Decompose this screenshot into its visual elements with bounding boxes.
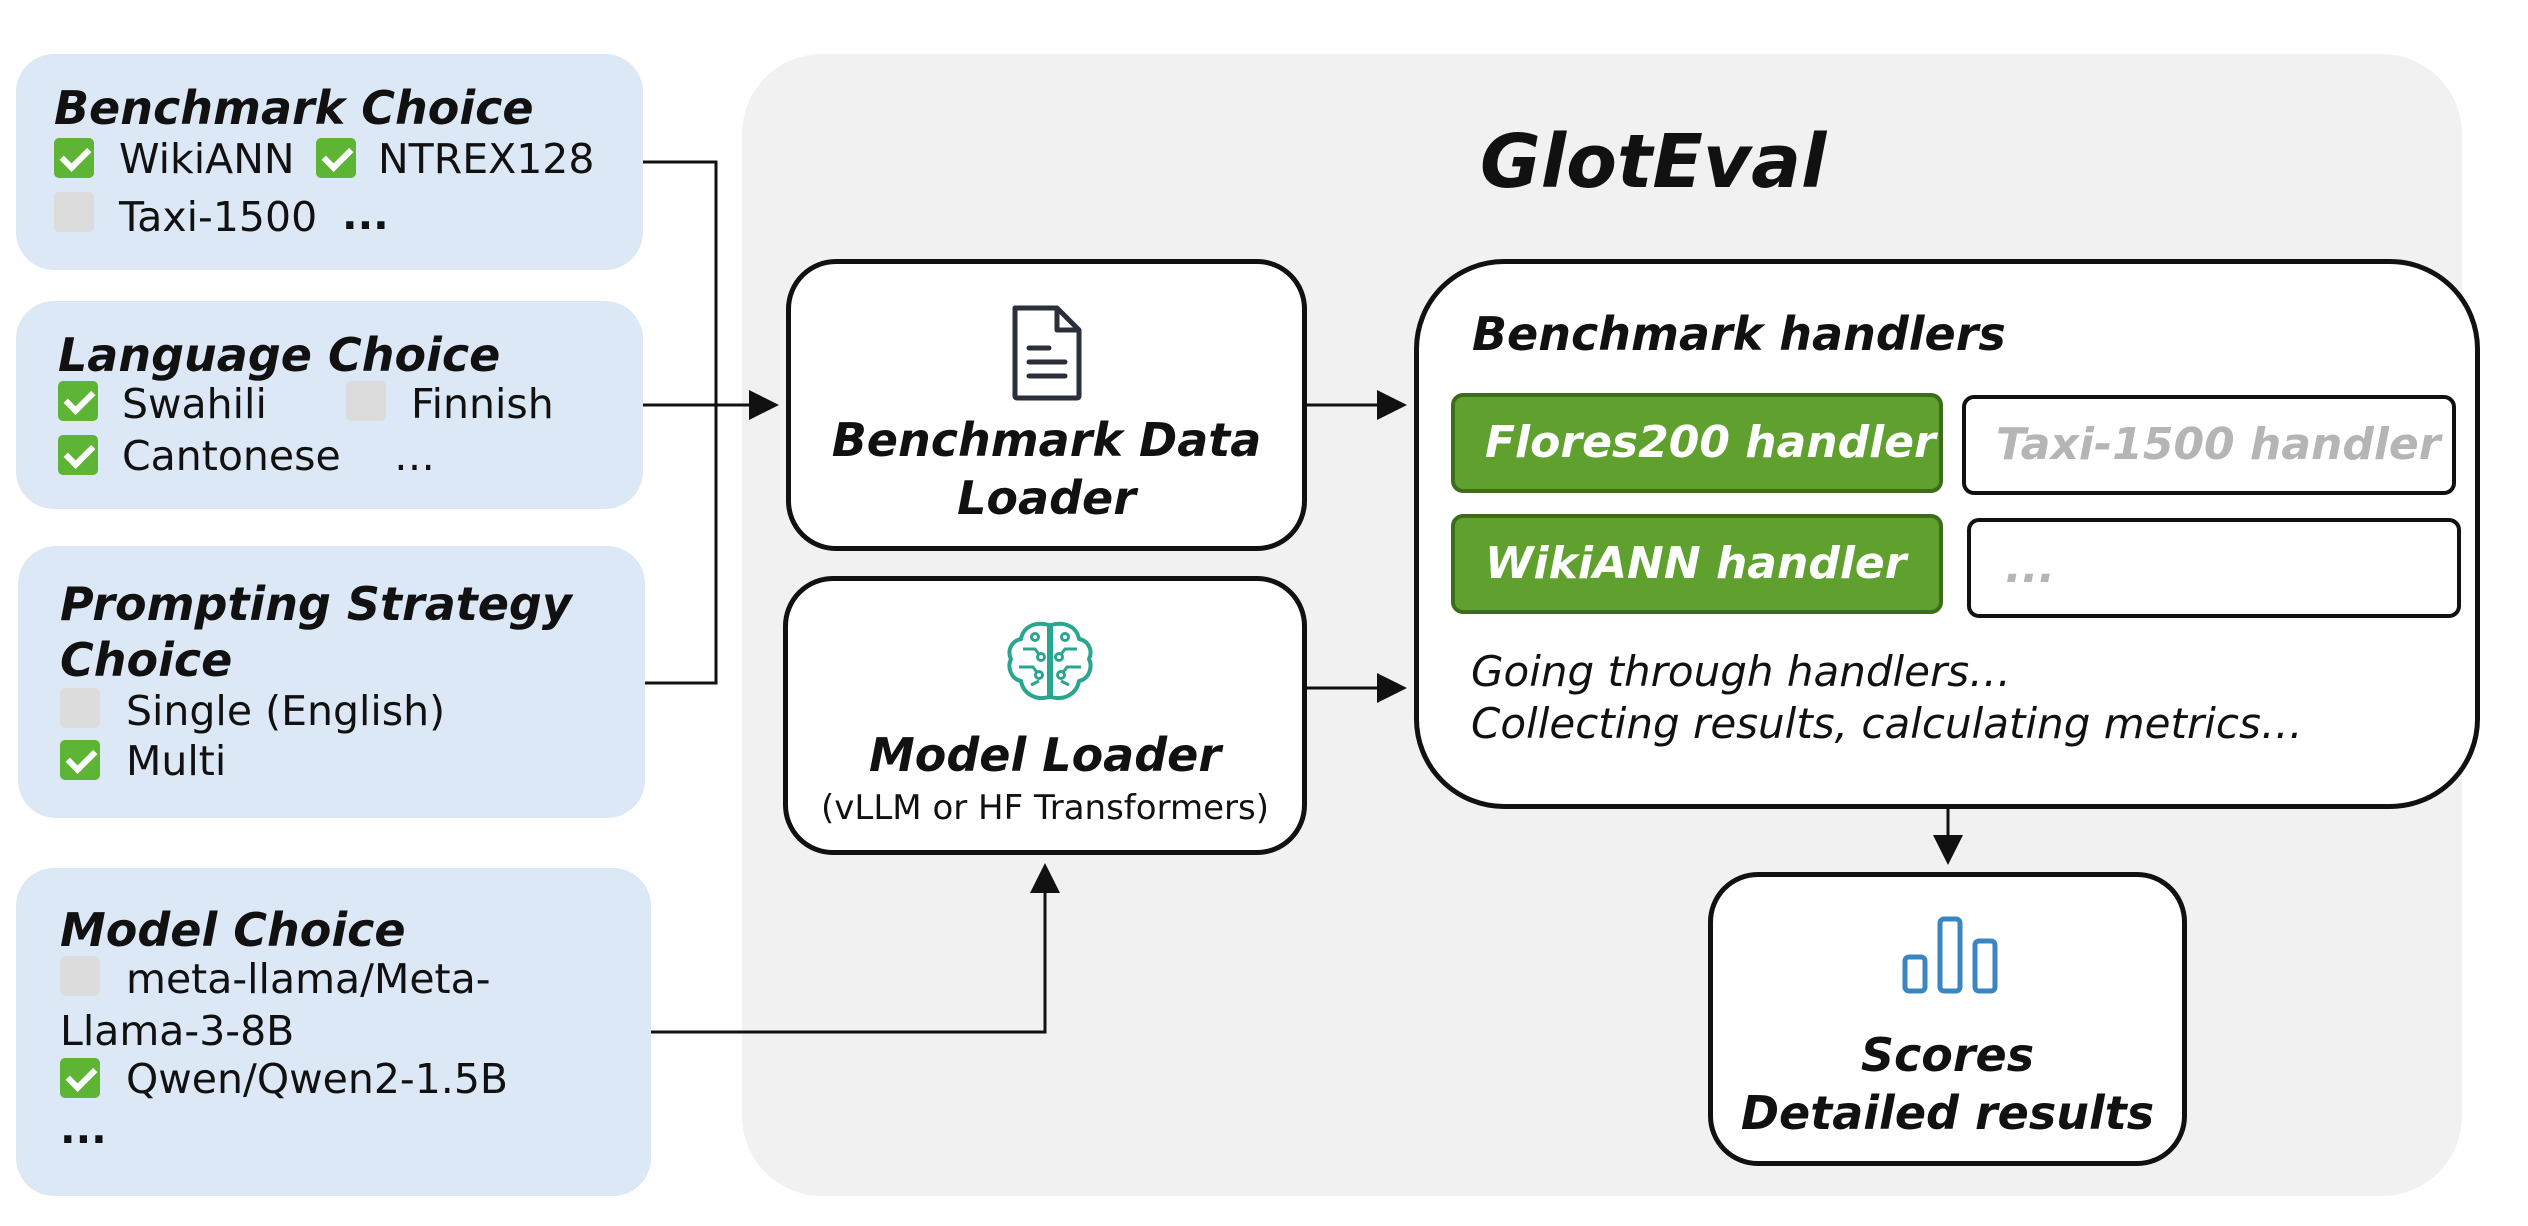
model-loader-box: Model Loader (vLLM or HF Transformers) xyxy=(783,576,1307,855)
prompting-choice-title-line2: Choice xyxy=(60,633,233,687)
checkbox-finnish[interactable] xyxy=(346,381,386,421)
language-more: … xyxy=(394,432,435,480)
handlers-status-line2: Collecting results, calculating metrics… xyxy=(1471,699,2303,748)
prompting-choice-panel: Prompting Strategy Choice Single (Englis… xyxy=(18,546,645,818)
checkbox-cantonese[interactable] xyxy=(58,435,98,475)
model-choice-title: Model Choice xyxy=(60,903,406,957)
benchmark-more: ... xyxy=(342,191,389,239)
option-wikiann: WikiANN xyxy=(119,135,295,183)
benchmark-handlers-title: Benchmark handlers xyxy=(1472,307,2006,361)
checkbox-single-english[interactable] xyxy=(60,688,100,728)
checkbox-multi[interactable] xyxy=(60,740,100,780)
ai-brain-icon xyxy=(1007,621,1093,700)
handler-wikiann[interactable]: WikiANN handler xyxy=(1451,514,1943,614)
prompting-choice-title-line1: Prompting Strategy xyxy=(60,577,572,631)
scores-title-line1: Scores xyxy=(1860,1028,2035,1082)
option-cantonese: Cantonese xyxy=(122,432,341,480)
option-finnish: Finnish xyxy=(411,380,554,428)
model-loader-subtitle: (vLLM or HF Transformers) xyxy=(821,788,1269,828)
option-multi: Multi xyxy=(126,737,227,785)
option-taxi1500: Taxi-1500 xyxy=(119,193,318,241)
option-swahili: Swahili xyxy=(122,380,267,428)
model-more: ... xyxy=(60,1105,107,1153)
scores-box: Scores Detailed results xyxy=(1708,872,2187,1166)
checkbox-swahili[interactable] xyxy=(58,381,98,421)
option-meta-llama-line2: Llama-3-8B xyxy=(60,1007,295,1055)
benchmark-data-loader-box: Benchmark Data Loader xyxy=(786,259,1307,551)
checkbox-ntrex128[interactable] xyxy=(316,138,356,178)
model-choice-panel: Model Choice meta-llama/Meta- Llama-3-8B… xyxy=(16,868,651,1196)
option-single-english: Single (English) xyxy=(126,687,446,735)
handler-more[interactable]: ... xyxy=(1967,518,2461,618)
handler-flores200[interactable]: Flores200 handler xyxy=(1451,393,1943,493)
handler-taxi1500[interactable]: Taxi-1500 handler xyxy=(1962,395,2456,495)
model-choice-to-model-loader-arrow xyxy=(651,863,1060,1034)
benchmark-choice-panel: Benchmark Choice WikiANN NTREX128 Taxi-1… xyxy=(16,54,643,270)
checkbox-wikiann[interactable] xyxy=(54,138,94,178)
gloteval-title: GlotEval xyxy=(1480,119,1827,205)
option-qwen: Qwen/Qwen2-1.5B xyxy=(126,1055,509,1103)
model-loader-title: Model Loader xyxy=(868,728,1222,782)
document-icon xyxy=(1012,305,1082,401)
data-loader-title-line2: Loader xyxy=(957,471,1136,525)
language-choice-panel: Language Choice Swahili Finnish Cantones… xyxy=(16,301,643,509)
checkbox-meta-llama[interactable] xyxy=(60,956,100,996)
checkbox-qwen[interactable] xyxy=(60,1058,100,1098)
option-ntrex128: NTREX128 xyxy=(378,135,595,183)
benchmark-choice-connector xyxy=(643,160,718,685)
scores-title-line2: Detailed results xyxy=(1740,1086,2155,1140)
handlers-status-line1: Going through handlers… xyxy=(1471,647,2012,696)
checkbox-taxi1500[interactable] xyxy=(54,192,94,232)
option-meta-llama-line1: meta-llama/Meta- xyxy=(126,955,491,1003)
language-choice-title: Language Choice xyxy=(58,328,501,382)
benchmark-choice-title: Benchmark Choice xyxy=(54,81,534,135)
bar-chart-icon xyxy=(1902,916,1998,994)
data-loader-title-line1: Benchmark Data xyxy=(831,413,1262,467)
